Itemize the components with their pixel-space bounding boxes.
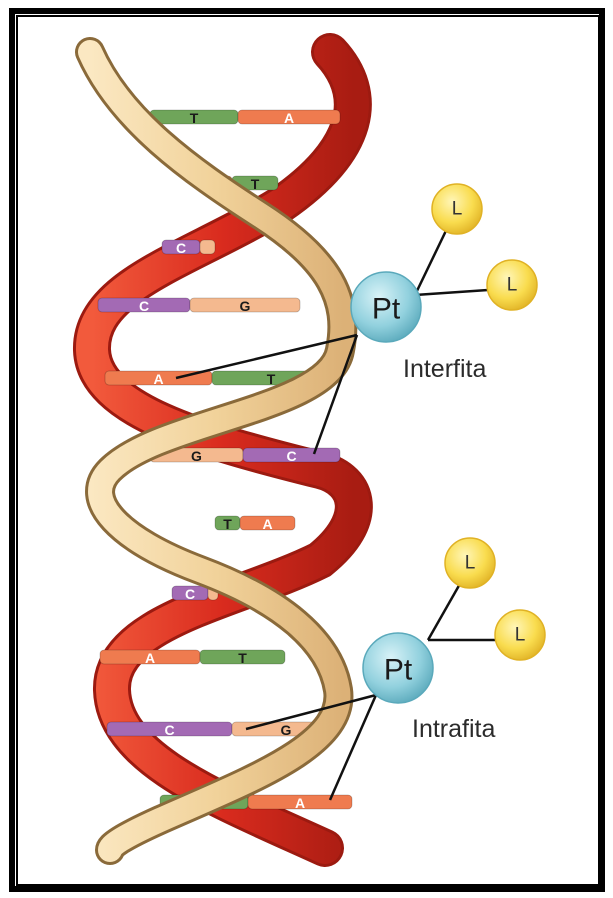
nucleotide-letter: A xyxy=(295,795,305,811)
nucleotide-letter: A xyxy=(153,371,163,387)
nucleotide-letter: G xyxy=(281,722,292,738)
ligand-label: L xyxy=(515,625,526,646)
nucleotide-letter: C xyxy=(176,240,186,256)
intrafita-caption: Intrafita xyxy=(412,715,495,743)
nucleotide-bar xyxy=(200,240,215,254)
base-pair: C xyxy=(162,240,215,256)
nucleotide-letter: T xyxy=(251,176,260,192)
ligand-label: L xyxy=(507,275,518,296)
nucleotide-letter: A xyxy=(284,110,294,126)
pt-label: Pt xyxy=(372,293,401,326)
nucleotide-letter: G xyxy=(240,298,251,314)
nucleotide-letter: C xyxy=(185,586,195,602)
nucleotide-letter: C xyxy=(139,298,149,314)
interfita-caption: Interfita xyxy=(403,355,486,383)
interfita-complex: Pt L L Interfita xyxy=(351,184,537,383)
nucleotide-letter: A xyxy=(262,516,272,532)
nucleotide-letter: A xyxy=(145,650,155,666)
nucleotide-letter: T xyxy=(238,650,247,666)
nucleotide-letter: T xyxy=(267,371,276,387)
nucleotide-letter: T xyxy=(190,110,199,126)
nucleotide-letter: C xyxy=(164,722,174,738)
nucleotide-letter: T xyxy=(223,516,232,532)
ligand-label: L xyxy=(452,199,463,220)
interfita-ligand-bond-2 xyxy=(415,290,488,295)
pt-label: Pt xyxy=(384,654,413,687)
nucleotide-letter: G xyxy=(191,448,202,464)
ligand-label: L xyxy=(465,553,476,574)
nucleotide-letter: C xyxy=(286,448,296,464)
